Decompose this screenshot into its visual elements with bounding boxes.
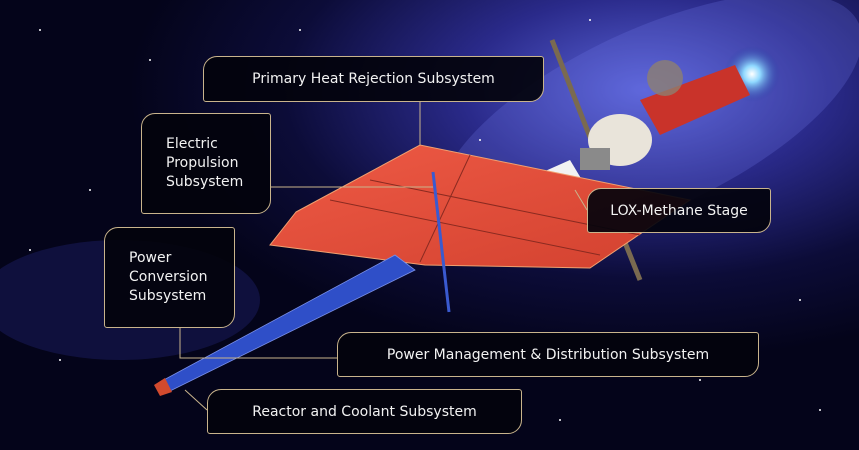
label-primary-heat-rejection: Primary Heat Rejection Subsystem [203, 56, 544, 102]
label-reactor-coolant: Reactor and Coolant Subsystem [207, 389, 522, 434]
solar-array [549, 39, 598, 151]
label-power-conversion: Power Conversion Subsystem [104, 227, 235, 328]
leader-lines [179, 101, 588, 411]
reactor [154, 378, 172, 396]
label-electric-propulsion: Electric Propulsion Subsystem [141, 113, 271, 214]
stars [29, 19, 821, 421]
label-power-management-distribution: Power Management & Distribution Subsyste… [337, 332, 759, 377]
mast [431, 171, 451, 313]
label-lox-methane-stage: LOX-Methane Stage [587, 188, 771, 233]
